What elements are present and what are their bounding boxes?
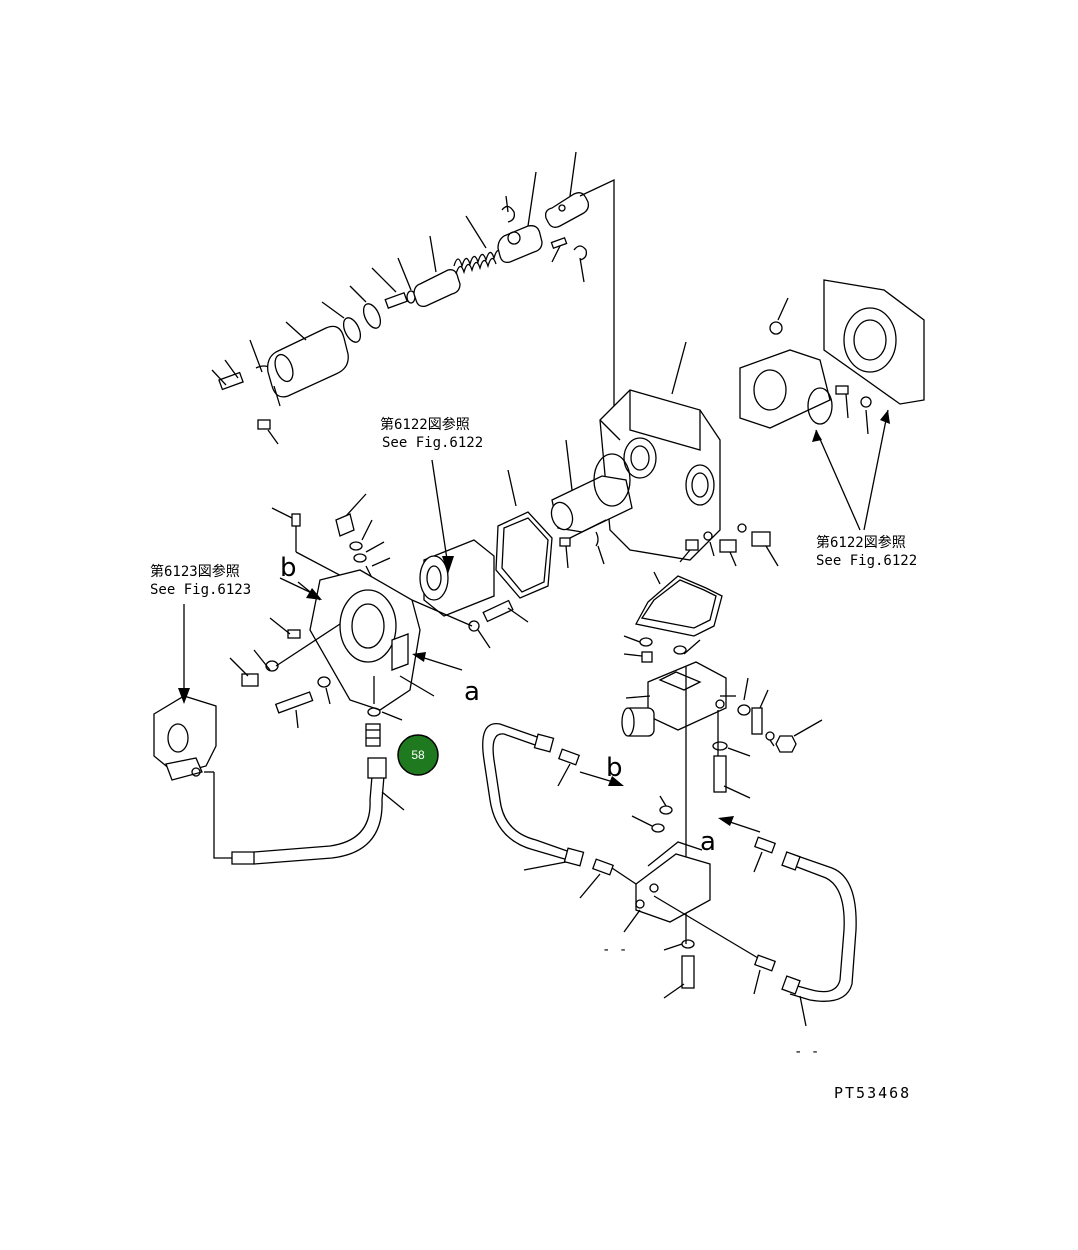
left-valve-assembly <box>153 695 232 859</box>
marker-a-label: a <box>700 827 716 857</box>
marker-b-label: b <box>280 553 297 583</box>
drawing-code-label: PT53468 <box>834 1084 911 1102</box>
right-hoses <box>482 723 857 1027</box>
left-hose <box>231 757 405 865</box>
callout-number: 58 <box>411 748 425 762</box>
reference-fig6123: 第6123図参照 See Fig.6123 <box>150 563 251 598</box>
reference-fig6122-right: 第6122図参照 See Fig.6122 <box>816 534 917 569</box>
dash-label: - - <box>794 1044 819 1060</box>
reference-jp-label: 第6122図参照 <box>816 534 906 551</box>
marker-b-label: b <box>606 753 623 783</box>
marker-a-label: a <box>464 677 480 707</box>
spring-icon <box>453 249 503 275</box>
dash-label: - - <box>602 942 627 958</box>
callout-58-badge[interactable]: 58 <box>397 734 439 776</box>
pump-housing <box>550 341 779 569</box>
reference-jp-label: 第6123図参照 <box>150 563 240 580</box>
reference-jp-label: 第6122図参照 <box>380 416 470 433</box>
reference-en-label: See Fig.6122 <box>816 553 917 569</box>
right-cover-assembly <box>739 279 925 531</box>
reference-fig6122-top: 第6122図参照 See Fig.6122 <box>380 416 483 451</box>
spool-assembly <box>211 151 615 470</box>
manifold-assembly <box>621 571 823 999</box>
adapter-assembly <box>229 469 553 747</box>
direction-arrows <box>178 459 761 833</box>
reference-en-label: See Fig.6122 <box>382 435 483 451</box>
reference-en-label: See Fig.6123 <box>150 582 251 598</box>
